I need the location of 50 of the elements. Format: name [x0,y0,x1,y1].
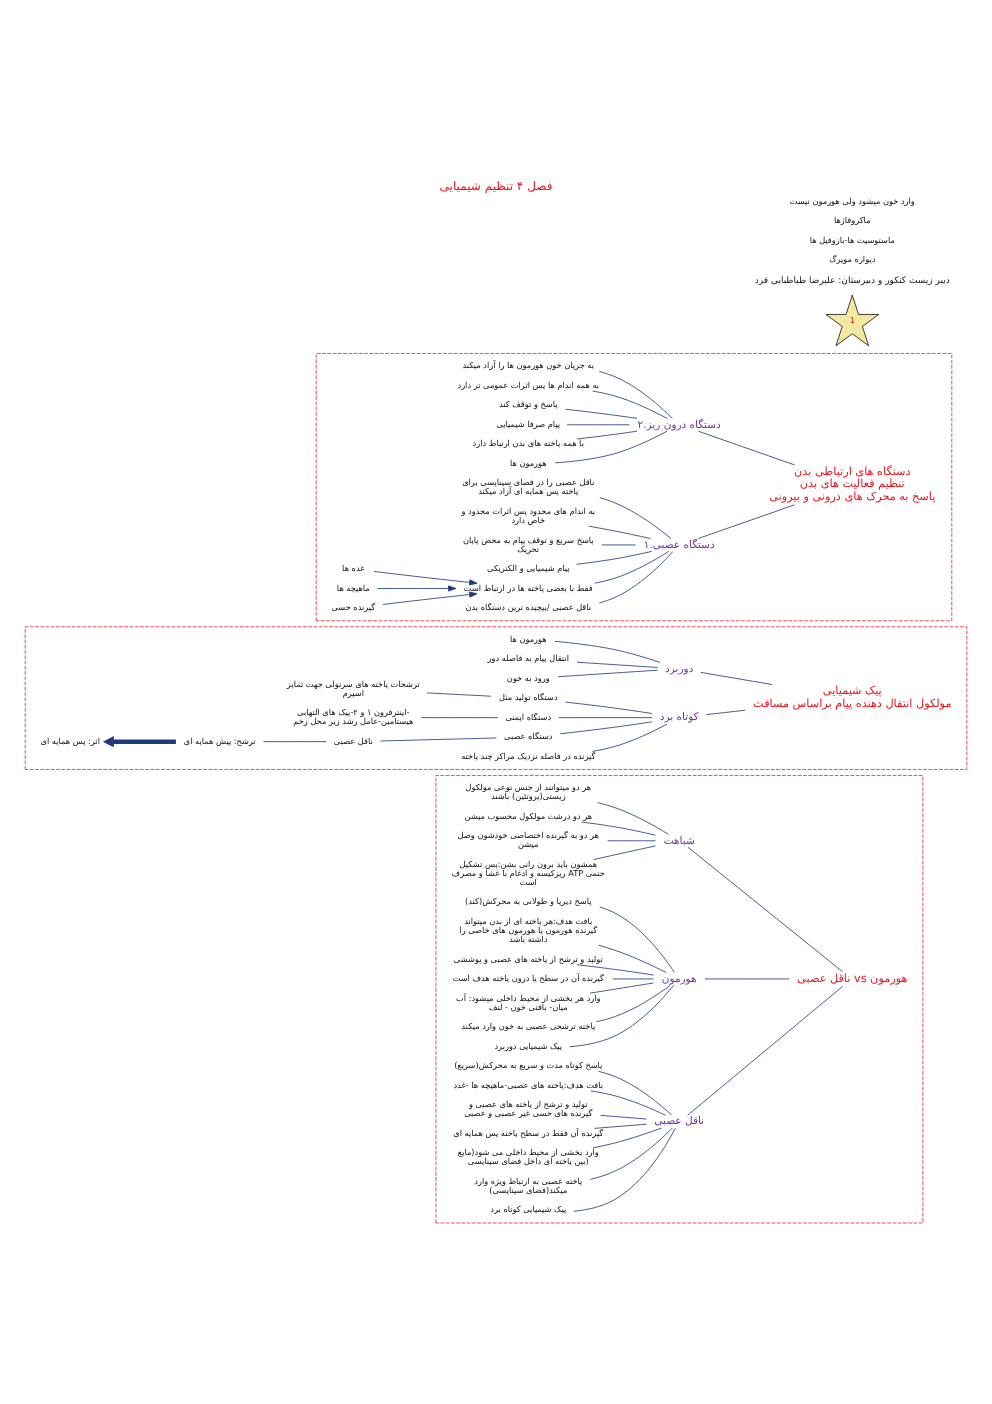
connector [598,943,667,972]
connector [706,708,746,715]
connector [687,845,843,972]
connector [573,1126,676,1211]
connector [697,429,796,465]
connector [598,370,673,418]
connector [599,496,672,538]
arrow [377,584,457,591]
connector [565,407,638,418]
connector [592,389,668,418]
connector [380,736,497,741]
connector [598,550,674,603]
connector [599,905,675,972]
connector [420,716,499,718]
connector [263,740,327,742]
connector [595,983,671,1022]
connector [588,524,651,538]
connector [697,503,796,538]
connector [557,668,659,677]
connector [576,660,659,667]
connector [592,1126,662,1148]
connector [594,550,670,583]
connector [554,429,668,463]
cluster [24,625,968,769]
connector [426,691,492,696]
connector [600,1113,647,1119]
connector [598,1069,672,1115]
connector [589,1126,673,1179]
cluster [315,352,953,621]
arrow [102,734,176,747]
connector [594,1122,647,1128]
connector [565,700,653,713]
connector [592,722,668,751]
connector [589,981,654,993]
connector [590,1089,666,1115]
connector [559,720,653,734]
arrow [373,570,478,585]
arrow [382,590,478,604]
connector [576,429,638,439]
connector [576,963,655,975]
connector [593,844,656,859]
cluster [435,774,924,1223]
connector [687,984,844,1115]
connector [597,801,669,834]
connector [554,639,661,662]
connector [576,549,653,564]
connector [700,670,773,684]
connector [581,820,656,835]
connector [558,716,653,718]
connector [569,983,674,1047]
